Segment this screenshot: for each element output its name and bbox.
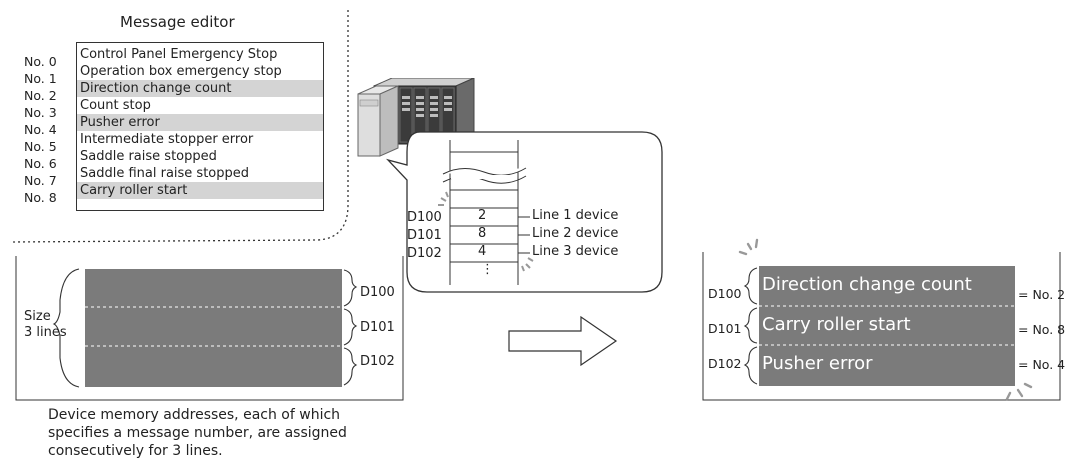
message-number: No. 7 [24, 173, 57, 188]
message-row: Saddle final raise stopped [80, 166, 250, 181]
message-number: No. 1 [24, 71, 57, 86]
description-line: specifies a message number, are assigned [48, 425, 347, 441]
message-editor-title: Message editor [120, 13, 235, 31]
message-number: No. 8 [24, 190, 57, 205]
device-line-label: Line 2 device [532, 226, 619, 241]
message-row-highlighted: Carry roller start [77, 182, 323, 199]
display-message: Carry roller start [762, 314, 911, 335]
right-address-label: D100 [708, 286, 742, 301]
message-editor-numbers: No. 0 No. 1 No. 2 No. 3 No. 4 No. 5 No. … [24, 53, 74, 213]
message-number: No. 5 [24, 139, 57, 154]
arrow-right-icon [508, 315, 618, 367]
message-number: No. 4 [24, 122, 57, 137]
device-address: D102 [407, 246, 442, 261]
message-number: No. 3 [24, 105, 57, 120]
size-lines-label: 3 lines [24, 325, 67, 340]
message-number: No. 2 [24, 88, 57, 103]
left-address-label: D100 [360, 285, 395, 300]
device-address: D100 [407, 210, 442, 225]
left-address-label: D101 [360, 320, 395, 335]
description-line: Device memory addresses, each of which [48, 407, 341, 423]
right-address-label: D101 [708, 321, 742, 336]
table-continuation: ⋮ [481, 262, 494, 277]
left-address-label: D102 [360, 354, 395, 369]
display-message: Direction change count [762, 274, 972, 295]
device-value: 4 [478, 244, 487, 259]
message-row: Control Panel Emergency Stop [80, 47, 278, 62]
message-row: Operation box emergency stop [80, 64, 282, 79]
message-editor-list: Control Panel Emergency Stop Operation b… [76, 42, 324, 211]
device-line-label: Line 1 device [532, 208, 619, 223]
device-address: D101 [407, 228, 442, 243]
message-number: No. 6 [24, 156, 57, 171]
display-message: Pusher error [762, 353, 873, 374]
plc-device-illustration [357, 78, 475, 157]
device-value: 8 [478, 226, 487, 241]
right-address-label: D102 [708, 356, 742, 371]
size-label: Size [24, 309, 51, 324]
equals-message-number: = No. 2 [1018, 287, 1066, 302]
message-row: Intermediate stopper error [80, 132, 254, 147]
equals-message-number: = No. 4 [1018, 357, 1066, 372]
message-row: Count stop [80, 98, 151, 113]
message-row: Saddle raise stopped [80, 149, 217, 164]
description-line: consecutively for 3 lines. [48, 443, 223, 459]
device-value: 2 [478, 208, 487, 223]
device-line-label: Line 3 device [532, 244, 619, 259]
message-number: No. 0 [24, 54, 57, 69]
message-row-highlighted: Pusher error [77, 114, 323, 131]
message-row-highlighted: Direction change count [77, 80, 323, 97]
equals-message-number: = No. 8 [1018, 322, 1066, 337]
